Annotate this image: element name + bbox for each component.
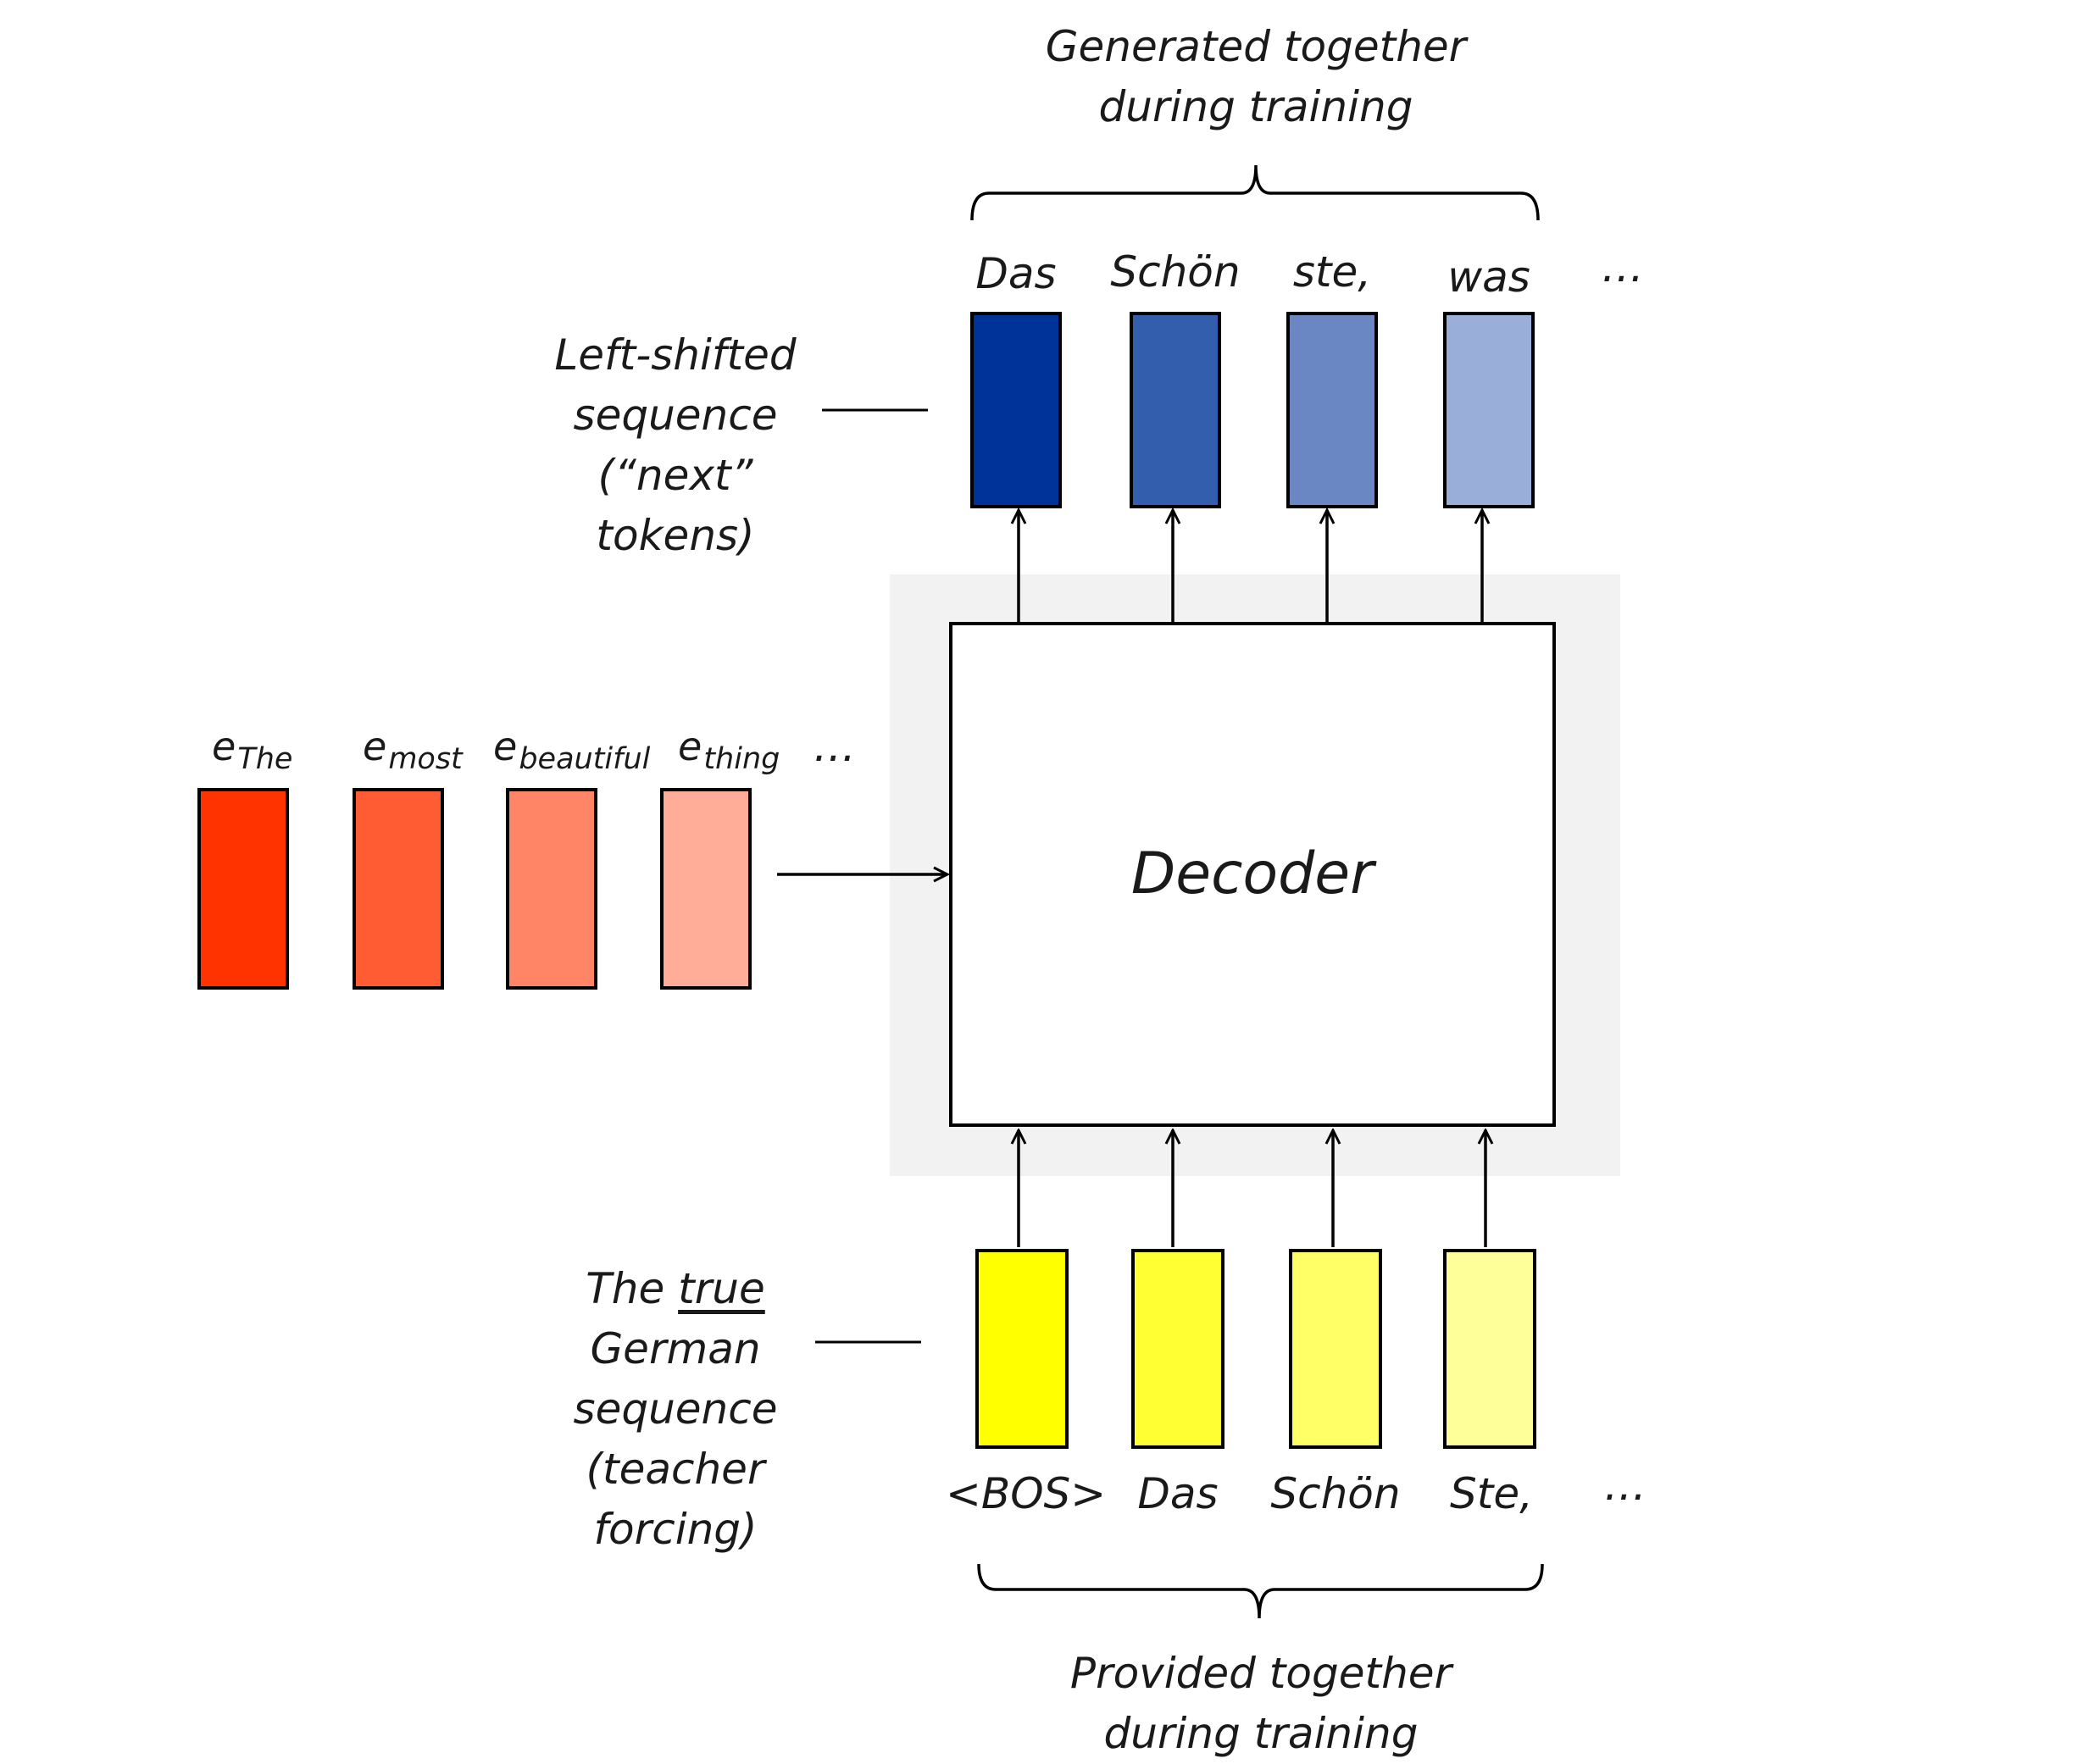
input-token-label: Das (1137, 1469, 1219, 1518)
encoder-embedding-box (353, 788, 444, 990)
top-note-line2: during training (1098, 82, 1413, 131)
input-token-label: Schön (1270, 1469, 1401, 1518)
embedding-base: e (363, 724, 387, 769)
decoder-label: Decoder (1130, 840, 1374, 907)
embedding-subscript: thing (703, 742, 780, 776)
embedding-base: e (212, 724, 236, 769)
encoder-embedding-label: eThe (212, 727, 292, 774)
bottom-note-line2: during training (1103, 1709, 1419, 1758)
encoder-embedding-label: ething (678, 727, 780, 774)
output-token-label: ste, (1292, 247, 1372, 297)
encoder-embedding-label: emost (363, 727, 463, 774)
encoder-ellipsis: … (814, 722, 856, 771)
output-token-box (1130, 312, 1221, 508)
output-token-label: Das (975, 249, 1057, 298)
left-shifted-line2: sequence (573, 391, 778, 440)
left-shifted-line1: Left-shifted (554, 330, 797, 380)
teacher-note-line3: sequence (573, 1384, 778, 1434)
embedding-subscript: The (237, 742, 293, 776)
decoder-box (949, 622, 1556, 1127)
top-note-line1: Generated together (1045, 22, 1467, 71)
input-token-label: Ste, (1450, 1469, 1533, 1518)
embedding-subscript: beautiful (519, 742, 651, 776)
top-brace (970, 164, 1540, 221)
left-shifted-line3: (“next” (597, 451, 753, 500)
teacher-note-line4: (teacher (586, 1445, 765, 1494)
bottom-note-line1: Provided together (1069, 1649, 1452, 1698)
output-token-box (1443, 312, 1535, 508)
teacher-note-line1: The true (519, 1259, 832, 1319)
left-shifted-note: Left-shifted sequence (“next” tokens) (519, 325, 832, 566)
bottom-brace-note: Provided together during training (1007, 1644, 1515, 1764)
output-ellipsis: … (1602, 242, 1644, 291)
input-token-box (1131, 1249, 1224, 1449)
teacher-note-line1-pre: The (586, 1264, 679, 1313)
output-token-box (970, 312, 1062, 508)
input-token-box (975, 1249, 1069, 1449)
encoder-embedding-box (197, 788, 289, 990)
output-token-label: Schön (1110, 247, 1241, 297)
teacher-forcing-note: The true German sequence (teacher forcin… (519, 1259, 832, 1560)
teacher-note-true: true (678, 1264, 765, 1313)
teacher-note-line5: forcing) (593, 1505, 758, 1554)
input-token-label: <BOS> (946, 1469, 1107, 1518)
input-ellipsis: … (1604, 1461, 1647, 1510)
bottom-brace (977, 1563, 1544, 1619)
encoder-embedding-label: ebeautiful (493, 727, 650, 774)
output-token-label: was (1447, 252, 1530, 302)
input-token-box (1289, 1249, 1382, 1449)
left-shifted-line4: tokens) (596, 511, 755, 560)
encoder-embedding-box (506, 788, 597, 990)
encoder-embedding-box (660, 788, 752, 990)
top-brace-note: Generated together during training (1002, 17, 1510, 137)
embedding-base: e (493, 724, 518, 769)
output-token-box (1286, 312, 1378, 508)
teacher-note-line2: German (590, 1324, 761, 1373)
embedding-subscript: most (388, 742, 463, 776)
input-token-box (1443, 1249, 1536, 1449)
embedding-base: e (678, 724, 702, 769)
